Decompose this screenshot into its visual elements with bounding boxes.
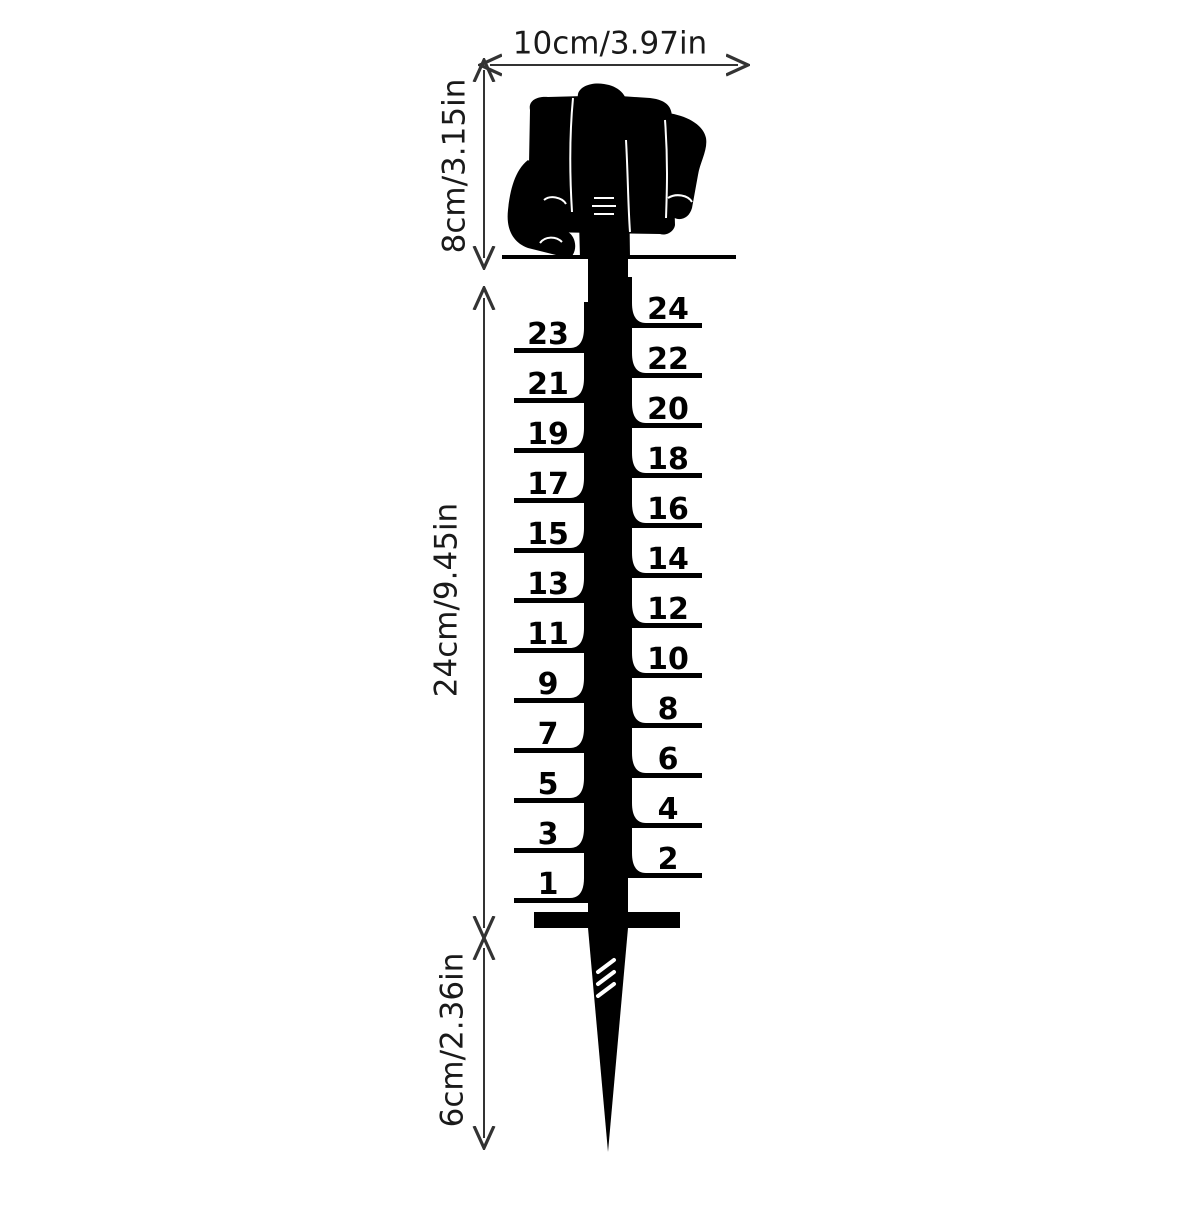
left-tick-11: 11 <box>514 602 588 653</box>
right-number-24: 24 <box>647 292 689 327</box>
left-number-9: 9 <box>538 667 559 702</box>
hand-icon <box>507 83 707 259</box>
left-tick-7: 7 <box>514 702 588 753</box>
right-number-10: 10 <box>647 642 689 677</box>
left-number-17: 17 <box>527 467 569 502</box>
right-tick-4: 4 <box>628 777 702 828</box>
left-number-15: 15 <box>527 517 569 552</box>
right-number-8: 8 <box>658 692 679 727</box>
dimension-lines <box>484 65 738 1138</box>
right-number-2: 2 <box>658 842 679 877</box>
right-tick-12: 12 <box>628 577 702 628</box>
width-label: 10cm/3.97in <box>512 25 708 62</box>
right-tick-18: 18 <box>628 427 702 478</box>
right-number-6: 6 <box>658 742 679 777</box>
gauge-crossbar <box>534 912 680 928</box>
right-tick-24: 24 <box>628 277 702 328</box>
left-tick-9: 9 <box>514 652 588 703</box>
left-number-1: 1 <box>538 867 559 902</box>
left-number-21: 21 <box>527 367 569 402</box>
left-number-5: 5 <box>538 767 559 802</box>
left-number-7: 7 <box>538 717 559 752</box>
right-number-20: 20 <box>647 392 689 427</box>
left-tick-21: 21 <box>514 352 588 403</box>
left-number-19: 19 <box>527 417 569 452</box>
left-number-3: 3 <box>538 817 559 852</box>
top-height-label: 8cm/3.15in <box>436 78 473 254</box>
left-number-13: 13 <box>527 567 569 602</box>
right-number-14: 14 <box>647 542 689 577</box>
left-tick-23: 23 <box>514 302 588 353</box>
gauge-ticks: 23 21 19 17 15 13 11 9 7 5 3 1 24 22 20 18 16 14 12 10 8 6 4 2 <box>514 277 702 903</box>
left-tick-3: 3 <box>514 802 588 853</box>
right-tick-6: 6 <box>628 727 702 778</box>
right-number-4: 4 <box>658 792 679 827</box>
right-number-16: 16 <box>647 492 689 527</box>
right-number-18: 18 <box>647 442 689 477</box>
right-tick-22: 22 <box>628 327 702 378</box>
gauge-spike <box>588 928 628 1152</box>
gauge-rod <box>588 255 628 915</box>
left-number-23: 23 <box>527 317 569 352</box>
right-tick-14: 14 <box>628 527 702 578</box>
middle-height-label: 24cm/9.45in <box>428 502 465 698</box>
right-number-22: 22 <box>647 342 689 377</box>
left-tick-15: 15 <box>514 502 588 553</box>
right-tick-20: 20 <box>628 377 702 428</box>
left-tick-17: 17 <box>514 452 588 503</box>
right-tick-10: 10 <box>628 627 702 678</box>
bottom-height-label: 6cm/2.36in <box>434 952 471 1128</box>
right-number-12: 12 <box>647 592 689 627</box>
left-tick-13: 13 <box>514 552 588 603</box>
left-tick-19: 19 <box>514 402 588 453</box>
right-tick-8: 8 <box>628 677 702 728</box>
left-tick-1: 1 <box>514 852 588 903</box>
right-tick-16: 16 <box>628 477 702 528</box>
left-tick-5: 5 <box>514 752 588 803</box>
left-number-11: 11 <box>527 617 569 652</box>
right-tick-2: 2 <box>628 827 702 878</box>
spike-marks <box>596 958 616 998</box>
